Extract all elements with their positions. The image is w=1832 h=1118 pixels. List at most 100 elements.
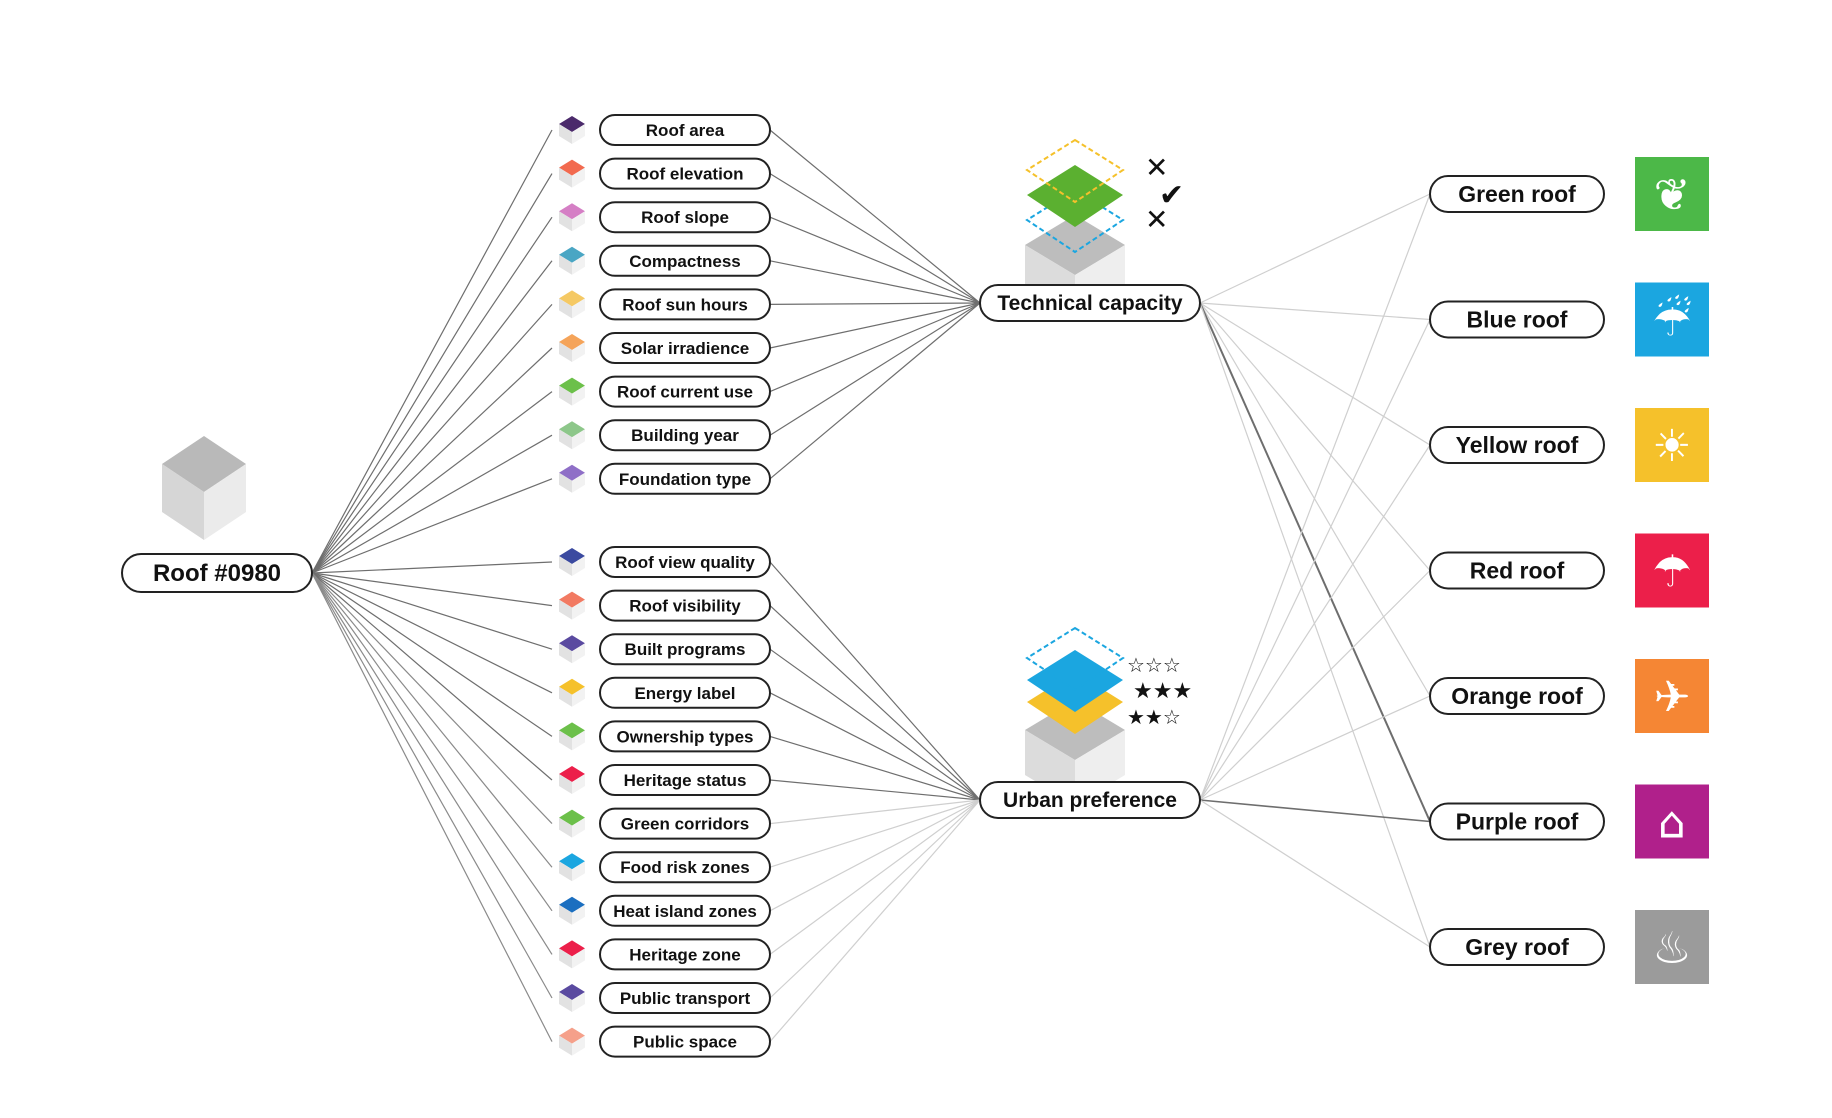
roof-type-label: Red roof xyxy=(1470,558,1565,584)
urban-preference-illustration: ☆☆☆ ★★★ ★★☆ xyxy=(1025,626,1192,805)
connector-line xyxy=(769,648,981,801)
technical-criterion: Roof slope xyxy=(559,201,771,234)
connector-line xyxy=(1199,799,1431,948)
root-label: Roof #0980 xyxy=(153,560,281,587)
connector-line xyxy=(769,692,981,801)
urban-criterion-label: Ownership types xyxy=(617,727,754,746)
connector-line xyxy=(311,572,553,694)
sun-hours-icon xyxy=(559,290,585,319)
connector-line xyxy=(311,572,553,825)
connector-line xyxy=(1199,302,1431,446)
urban-criterion-label: Green corridors xyxy=(621,815,750,834)
urban-criterion: Public space xyxy=(559,1025,771,1058)
heritage-zone-icon xyxy=(559,940,585,969)
urban-criterion-label: Roof visibility xyxy=(629,597,741,616)
solar-irradiance-icon xyxy=(559,334,585,362)
connector-line xyxy=(1199,302,1431,321)
connector-line xyxy=(769,260,981,304)
svg-text:✕: ✕ xyxy=(1145,203,1168,236)
connector-line xyxy=(769,799,981,1042)
roof-slope-icon xyxy=(559,203,585,232)
technical-category-node: Technical capacity xyxy=(979,284,1201,322)
technical-criterion-label: Roof area xyxy=(646,121,725,140)
solar-wind-icon: ☀ xyxy=(1652,421,1691,472)
roof-type-label: Purple roof xyxy=(1456,809,1579,835)
connector-line xyxy=(1199,193,1431,304)
connection-lines xyxy=(311,129,1431,1042)
urban-criterion-label: Food risk zones xyxy=(620,858,749,877)
connector-line xyxy=(1199,695,1431,801)
connector-line xyxy=(311,173,553,574)
svg-text:✕: ✕ xyxy=(1145,151,1168,184)
connector-line xyxy=(1199,444,1431,801)
umbrella-icon: ☂ xyxy=(1652,547,1691,598)
connector-line xyxy=(311,129,553,574)
connector-line xyxy=(769,173,981,304)
roof-type-swatch: ☂ xyxy=(1635,533,1709,608)
connector-line xyxy=(769,605,981,801)
urban-criterion: Heritage zone xyxy=(559,938,771,971)
connector-line xyxy=(769,302,981,349)
heat-island-icon xyxy=(559,896,585,925)
connector-line xyxy=(769,799,981,912)
connector-line xyxy=(311,304,553,574)
roof-elevation-icon xyxy=(559,159,585,188)
technical-criterion-label: Roof elevation xyxy=(626,165,743,184)
urban-criterion: Built programs xyxy=(559,633,771,666)
svg-text:★★☆: ★★☆ xyxy=(1127,705,1181,729)
connector-line xyxy=(311,561,553,574)
urban-criterion-label: Public transport xyxy=(620,989,751,1008)
roof-type-label: Yellow roof xyxy=(1456,432,1579,458)
transport-icon xyxy=(559,984,585,1012)
ownership-icon xyxy=(559,722,585,751)
urban-criterion: Heat island zones xyxy=(559,894,771,927)
energy-label-icon xyxy=(559,678,585,707)
urban-criterion-label: Built programs xyxy=(625,640,746,659)
connector-line xyxy=(311,572,553,912)
connector-line xyxy=(1199,193,1431,801)
urban-criterion-label: Heat island zones xyxy=(613,902,757,921)
connector-line xyxy=(769,779,981,801)
root-node: Roof #0980 xyxy=(121,553,313,593)
green-corridor-icon xyxy=(559,809,585,838)
connector-line xyxy=(311,478,553,574)
programs-icon xyxy=(559,635,585,664)
technical-criterion: Compactness xyxy=(559,244,771,277)
connector-line xyxy=(311,572,553,737)
heritage-status-icon xyxy=(559,766,585,794)
connector-line xyxy=(769,129,981,304)
roof-type-item: Red roof ☂ xyxy=(1429,533,1709,608)
connector-line xyxy=(1199,302,1431,571)
building-block-icon xyxy=(162,436,246,540)
roof-type-item: Green roof❦ xyxy=(1429,157,1709,231)
foundation-icon xyxy=(559,464,585,493)
technical-criterion: Foundation type xyxy=(559,462,771,495)
connector-line xyxy=(311,391,553,574)
rain-icon: ☔ xyxy=(1652,294,1691,347)
svg-text:★★★: ★★★ xyxy=(1133,679,1192,704)
technical-criterion: Roof elevation xyxy=(559,157,771,190)
roof-type-item: Orange roof✈ xyxy=(1429,659,1709,733)
urban-category-node: Urban preference xyxy=(979,781,1201,819)
technical-criterion: Solar irradience xyxy=(559,332,771,364)
connector-line xyxy=(1199,319,1431,801)
roof-type-list: Green roof❦ Blue roof ☔ Yellow roof ☀ Red roo… xyxy=(1429,157,1709,984)
technical-criterion-label: Building year xyxy=(631,426,739,445)
urban-criterion: Ownership types xyxy=(559,720,771,753)
connector-line xyxy=(311,572,553,999)
urban-criterion: Heritage status xyxy=(559,764,771,796)
urban-criterion: Energy label xyxy=(559,676,771,709)
urban-criterion-label: Roof view quality xyxy=(615,553,755,572)
technical-criterion-label: Roof current use xyxy=(617,383,753,402)
roof-type-label: Blue roof xyxy=(1467,307,1568,333)
technical-criterion-label: Roof slope xyxy=(641,208,729,227)
technical-criterion-label: Roof sun hours xyxy=(622,295,748,314)
connector-line xyxy=(769,735,981,801)
urban-criterion: Food risk zones xyxy=(559,851,771,884)
roof-type-swatch: ✈ xyxy=(1635,659,1709,733)
technical-category-label: Technical capacity xyxy=(997,292,1183,315)
visibility-icon xyxy=(559,591,585,620)
plant-icon: ❦ xyxy=(1654,170,1691,221)
flood-risk-icon xyxy=(559,853,585,882)
